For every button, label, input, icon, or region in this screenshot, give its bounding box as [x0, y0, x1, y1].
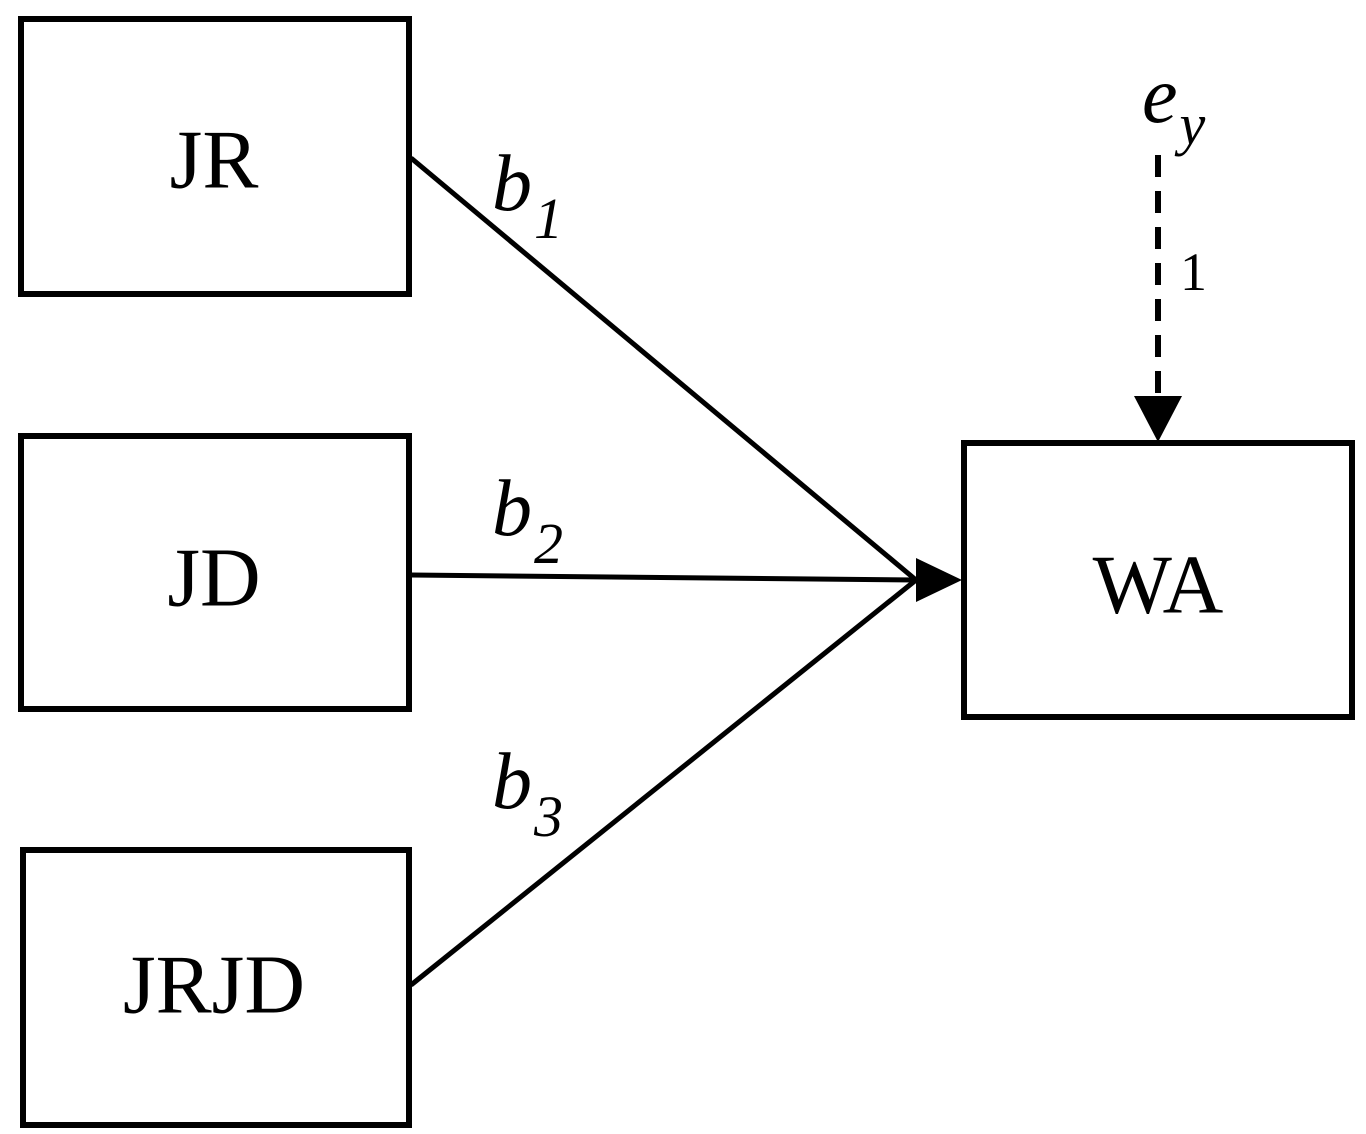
coef-symbol-b1: b	[492, 140, 532, 228]
path-line-jrjd-wa	[409, 578, 918, 987]
path-line-jd-wa	[410, 572, 917, 583]
error-term-arrowhead	[1134, 396, 1182, 442]
outcome-node-wa: WA	[961, 440, 1355, 720]
outcome-label-wa: WA	[1093, 539, 1224, 632]
coef-subscript-b1: 1	[534, 186, 563, 251]
predictor-node-jr: JR	[18, 16, 412, 297]
predictor-label-jr: JR	[170, 114, 259, 207]
predictor-label-jrjd: JRJD	[123, 939, 305, 1032]
predictor-label-jd: JD	[167, 532, 260, 625]
error-term-subscript: y	[1175, 92, 1206, 157]
coef-subscript-b2: 2	[534, 511, 563, 576]
predictor-node-jrjd: JRJD	[20, 847, 412, 1128]
coef-label-b2: b2	[492, 465, 563, 576]
coef-subscript-b3: 3	[533, 784, 563, 849]
coef-symbol-b3: b	[492, 738, 532, 826]
predictor-node-jd: JD	[18, 433, 412, 712]
error-term-loading: 1	[1180, 242, 1207, 302]
coef-label-b1: b1	[492, 140, 563, 251]
outcome-box-wa	[961, 440, 1355, 720]
coef-symbol-b2: b	[492, 465, 532, 553]
coef-label-b3: b3	[492, 738, 563, 849]
error-term-symbol: e	[1142, 52, 1178, 140]
predictor-box-jr	[18, 16, 412, 297]
predictor-box-jd	[18, 433, 412, 712]
path-line-jr-wa	[409, 156, 918, 582]
error-term-label: ey	[1142, 52, 1206, 157]
predictor-box-jrjd	[20, 847, 412, 1128]
path-arrowhead	[916, 558, 962, 602]
